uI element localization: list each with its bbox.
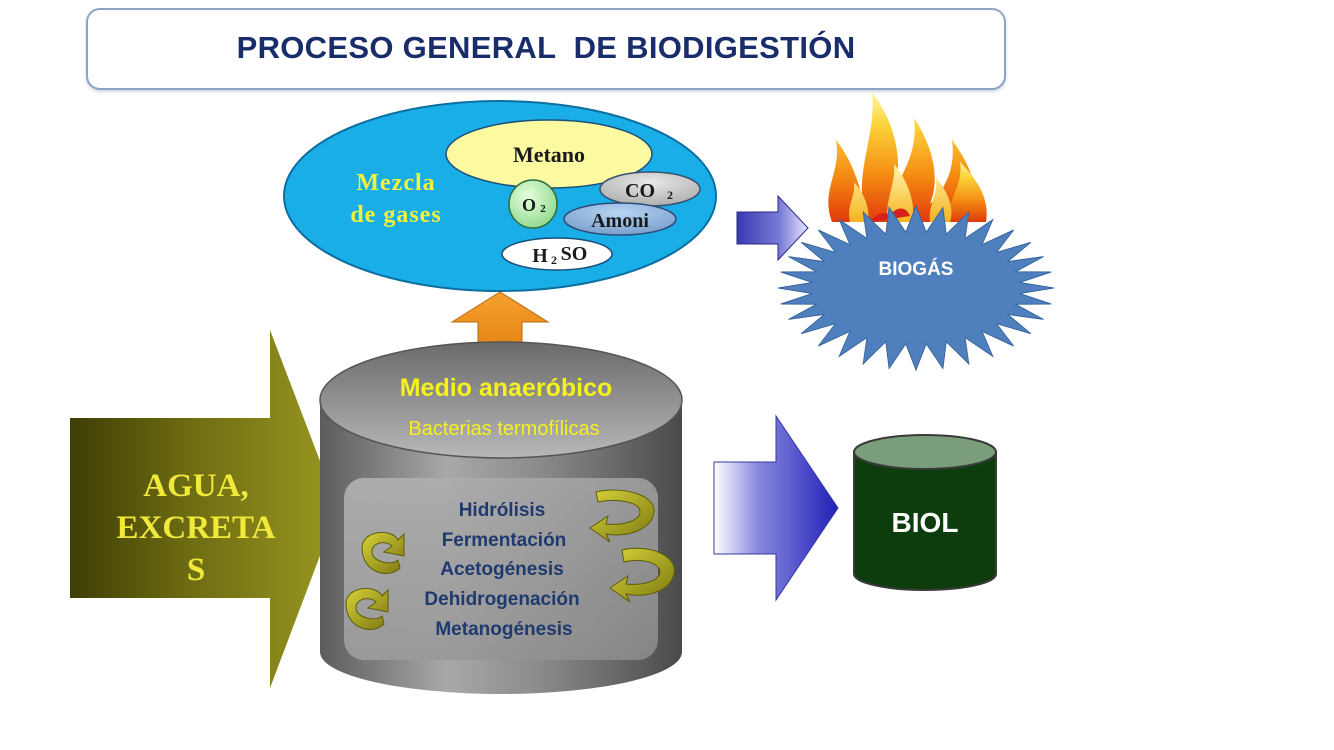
amoni-ellipse (563, 202, 677, 236)
biol-node: BIOL (853, 434, 997, 591)
biol-tank-top (853, 434, 997, 470)
co2-subscript: 2 (667, 188, 673, 202)
flame-icon (828, 92, 987, 222)
co2-label: CO (625, 180, 655, 202)
process-item: Fermentación (442, 530, 567, 551)
metano-label: Metano (513, 142, 585, 167)
gas-to-biogas-arrow (736, 194, 809, 262)
cycle-arrow-icon (609, 547, 675, 603)
process-item: Dehidrogenación (424, 589, 579, 610)
digester-subtitle: Bacterias termofílicas (408, 418, 599, 440)
o2-circle (508, 179, 558, 229)
amoni-label: Amoni (591, 210, 649, 232)
biogas-label: BIOGÁS (879, 258, 954, 280)
process-item: Acetogénesis (440, 559, 564, 580)
process-panel (344, 478, 658, 660)
digester-node: Medio anaeróbico Bacterias termofílicas … (319, 341, 683, 694)
h2s-label-b: SO (561, 243, 588, 265)
input-arrow: AGUA, EXCRETA S (70, 330, 338, 688)
biogas-node: BIOGÁS (777, 204, 1055, 372)
gas-mixture-label-2: de gases (350, 202, 441, 228)
input-label-2: EXCRETA (117, 510, 276, 546)
gas-mixture-label-1: Mezcla (356, 170, 435, 196)
h2s-subscript: 2 (551, 253, 557, 267)
input-label-3: S (187, 552, 205, 588)
process-item: Hidrólisis (459, 500, 546, 521)
biogas-starburst (777, 204, 1055, 372)
biol-label: BIOL (892, 507, 959, 538)
cycle-arrow-icon (589, 489, 655, 543)
h2s-label-a: H (532, 245, 548, 267)
cycle-arrow-icon (345, 588, 389, 630)
digester-to-biol-arrow (713, 414, 839, 602)
h2s-ellipse (501, 237, 613, 271)
gas-mixture-node: Mezcla de gases Metano CO 2 Amoni O 2 H … (283, 100, 717, 292)
title-box: PROCESO GENERAL DE BIODIGESTIÓN (86, 8, 1006, 90)
cycle-arrow-icon (361, 532, 405, 574)
o2-subscript: 2 (540, 203, 546, 215)
digester-title: Medio anaeróbico (400, 374, 613, 402)
digester-top (319, 341, 683, 459)
biol-tank-body (853, 451, 997, 591)
diagram-title: PROCESO GENERAL DE BIODIGESTIÓN (236, 30, 856, 65)
input-label-1: AGUA, (143, 468, 248, 504)
process-item: Metanogénesis (435, 619, 572, 640)
o2-label: O (522, 195, 536, 215)
